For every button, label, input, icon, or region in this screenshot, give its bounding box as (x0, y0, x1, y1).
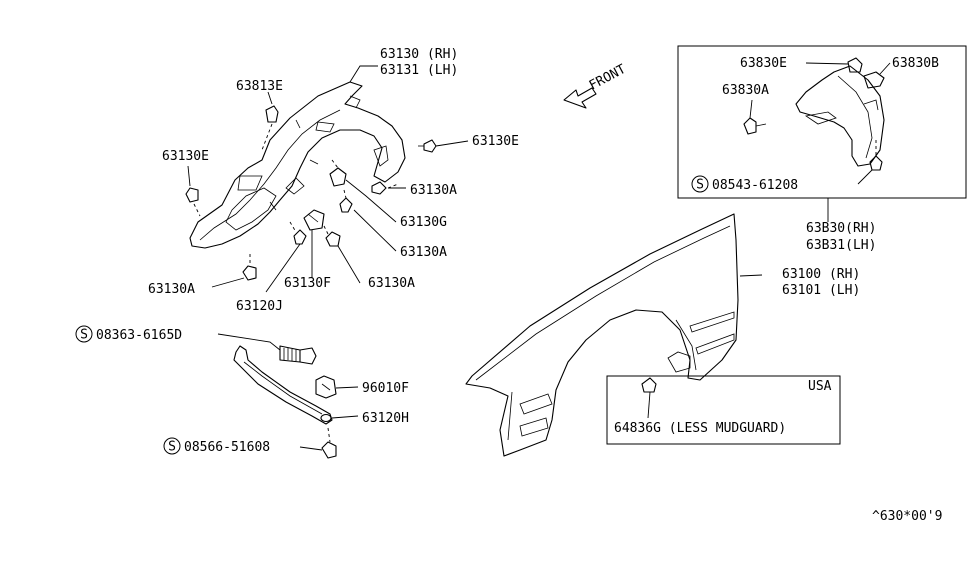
front-fender (465, 213, 739, 457)
clip-63130G (329, 159, 347, 187)
label-63130A-3: 63130A (368, 276, 415, 291)
screw-63120J (289, 221, 307, 245)
label-63830B: 63830B (892, 56, 939, 71)
label-63130F: 63130F (284, 276, 331, 291)
screw-63830A (743, 117, 767, 135)
bolt-08566 (321, 427, 337, 459)
label-63130A-1: 63130A (410, 183, 457, 198)
mudguard (795, 65, 885, 167)
s-symbol-text: S (80, 328, 88, 343)
bracket-63120H (233, 345, 333, 425)
clip-64836G (641, 377, 657, 393)
bolt-63130A-3 (323, 225, 341, 247)
screw-63130E-right (418, 139, 437, 153)
s-symbol-08566: S (163, 437, 181, 455)
bolt-63130A-1 (371, 181, 399, 195)
label-08363: 08363-6165D (96, 328, 182, 343)
bolt-08363 (279, 345, 317, 365)
label-63B31: 63B31(LH) (806, 238, 876, 253)
label-63130A-4: 63130A (148, 282, 195, 297)
nut-63130A-4 (242, 254, 257, 281)
clip-96010F (315, 375, 337, 399)
front-arrow (563, 87, 597, 109)
label-08543: 08543-61208 (712, 178, 798, 193)
label-63100: 63100 (RH) (782, 267, 860, 282)
label-96010F: 96010F (362, 381, 409, 396)
part-labels: 63130 (RH) 63131 (LH) 63813E 63130E 6313… (96, 47, 942, 524)
s-symbol-08543: S (691, 175, 709, 193)
s-symbol-text: S (168, 440, 176, 455)
usa-box (606, 375, 841, 445)
label-64836G: 64836G (LESS MUDGUARD) (614, 421, 786, 436)
clip-63813E (261, 105, 279, 151)
label-63120H: 63120H (362, 411, 409, 426)
diagram-code: ^630*00'9 (872, 509, 942, 524)
clip-63130F (303, 209, 325, 231)
label-63130-rh: 63130 (RH) (380, 47, 458, 62)
clip-63830B (863, 71, 885, 89)
s-symbol-text: S (696, 178, 704, 193)
label-front: FRONT (587, 62, 629, 94)
mudguard-box (677, 45, 967, 199)
clip-63830E (847, 57, 863, 73)
label-usa: USA (808, 379, 832, 394)
label-63813E: 63813E (236, 79, 283, 94)
label-63130G: 63130G (400, 215, 447, 230)
bolt-08543 (869, 140, 883, 171)
label-63131-lh: 63131 (LH) (380, 63, 458, 78)
label-63B30: 63B30(RH) (806, 221, 876, 236)
label-63120J: 63120J (236, 299, 283, 314)
label-63830E: 63830E (740, 56, 787, 71)
bolt-63130A-2 (339, 189, 353, 213)
label-63130E-left: 63130E (162, 149, 209, 164)
label-63101: 63101 (LH) (782, 283, 860, 298)
label-63130A-2: 63130A (400, 245, 447, 260)
label-63130E-right: 63130E (472, 134, 519, 149)
clip-63130E-left (185, 187, 201, 217)
leader-lines (187, 62, 891, 451)
s-symbol-08363: S (75, 325, 93, 343)
label-08566: 08566-51608 (184, 440, 270, 455)
label-63830A: 63830A (722, 83, 769, 98)
fender-protector (189, 81, 406, 249)
